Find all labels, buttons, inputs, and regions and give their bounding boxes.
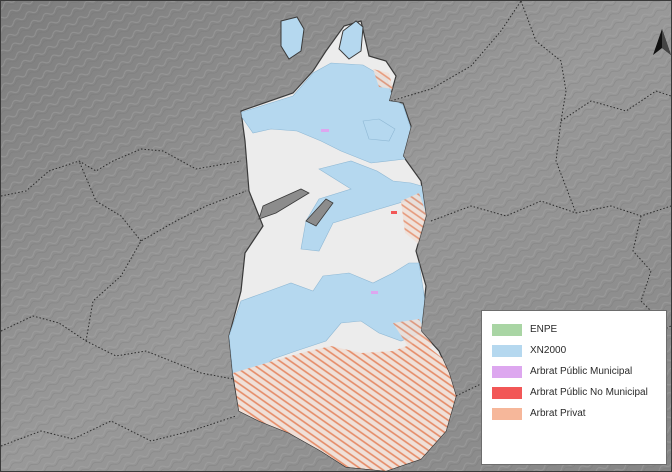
legend-item-arbrat-privat: Arbrat Privat bbox=[492, 403, 666, 424]
arbrat-public-patches bbox=[321, 129, 397, 294]
legend-swatch-arbrat-privat bbox=[492, 407, 522, 420]
legend-label-enpe: ENPE bbox=[530, 324, 558, 335]
interior-gap-2 bbox=[305, 198, 334, 227]
arbrat-privat-patches bbox=[266, 69, 433, 413]
legend-label-xn2000: XN2000 bbox=[530, 345, 567, 356]
north-arrow-icon bbox=[653, 29, 671, 55]
legend-swatch-xn2000 bbox=[492, 344, 522, 357]
legend-label-arbrat-public-no-municipal: Arbrat Públic No Municipal bbox=[530, 387, 648, 398]
interior-gap-1 bbox=[258, 188, 310, 220]
arbrat-privat-south bbox=[233, 341, 456, 471]
legend-label-arbrat-privat: Arbrat Privat bbox=[530, 408, 586, 419]
legend-item-xn2000: XN2000 bbox=[492, 340, 666, 361]
legend-swatch-arbrat-public-no-municipal bbox=[492, 386, 522, 399]
legend-item-arbrat-public-no-municipal: Arbrat Públic No Municipal bbox=[492, 382, 666, 403]
legend-swatch-enpe bbox=[492, 323, 522, 336]
enclave-east bbox=[338, 20, 364, 60]
legend-label-arbrat-public-municipal: Arbrat Públic Municipal bbox=[530, 366, 633, 377]
legend-item-enpe: ENPE bbox=[492, 319, 666, 340]
legend-swatch-arbrat-public-municipal bbox=[492, 365, 522, 378]
enclave-west bbox=[280, 16, 305, 60]
legend-item-arbrat-public-municipal: Arbrat Públic Municipal bbox=[492, 361, 666, 382]
map-legend: ENPE XN2000 Arbrat Públic Municipal Arbr… bbox=[481, 310, 667, 465]
